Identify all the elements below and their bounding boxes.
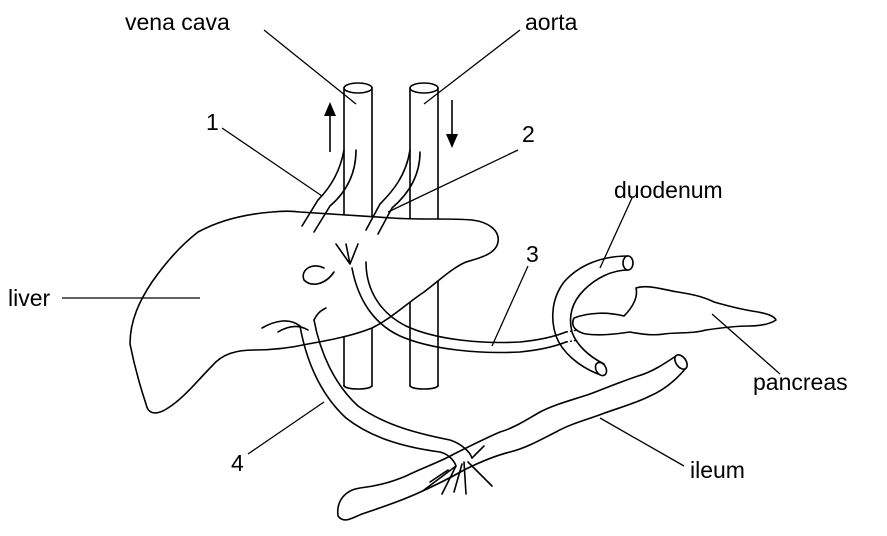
label-vena-cava: vena cava	[125, 9, 230, 35]
label-pancreas: pancreas	[753, 369, 848, 395]
label-2: 2	[522, 121, 535, 147]
leader-3	[492, 266, 528, 346]
leader-aorta	[424, 30, 520, 104]
label-ileum: ileum	[690, 457, 745, 483]
leader-1	[222, 128, 322, 196]
label-4: 4	[231, 450, 244, 476]
label-aorta: aorta	[525, 9, 578, 35]
arrow-up-icon	[324, 102, 336, 152]
leader-ileum	[600, 418, 684, 466]
arrow-down-icon	[446, 100, 458, 148]
label-liver: liver	[8, 285, 51, 311]
leader-vena-cava	[264, 30, 356, 104]
label-duodenum: duodenum	[614, 177, 723, 203]
vessel-4	[300, 320, 472, 466]
label-3: 3	[526, 241, 539, 267]
pancreas	[573, 287, 776, 335]
duodenum-top-opening	[623, 256, 633, 270]
liver	[130, 211, 498, 413]
label-1: 1	[206, 109, 219, 135]
leader-4	[248, 402, 324, 454]
